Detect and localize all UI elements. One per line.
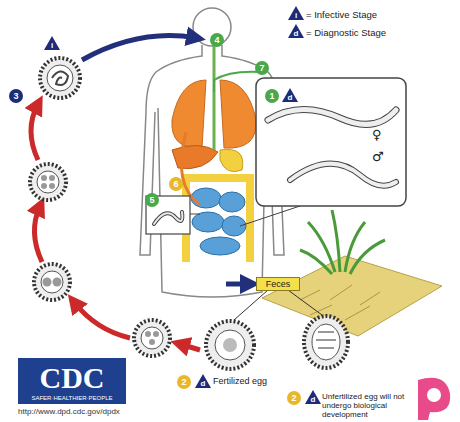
development-arrow: [180, 344, 200, 350]
watermark-logo: [427, 388, 441, 402]
male-worm: [290, 164, 396, 186]
egg-cell: [149, 339, 155, 345]
egg-shell: [41, 271, 63, 293]
callout-number: 6: [169, 177, 183, 191]
liver: [172, 145, 218, 168]
female-symbol: ♀: [372, 128, 388, 143]
small-intestine: [219, 192, 245, 212]
adult-worm-inset: [256, 78, 406, 206]
egg-cell: [49, 175, 55, 181]
unfertilized-egg: [304, 316, 348, 368]
egg-granules: [316, 332, 336, 348]
egg-label: Fertilized egg: [213, 376, 293, 386]
left-lung: [172, 80, 206, 148]
fertilized-egg: [206, 321, 254, 369]
stage-letter: d: [307, 394, 319, 406]
stomach: [220, 149, 243, 171]
stage-letter: d: [290, 28, 302, 40]
node-text: Feces: [257, 278, 299, 290]
larva-coil: [52, 71, 68, 85]
soil-texture: [300, 285, 380, 320]
stage-letter: d: [197, 378, 209, 390]
head-outline: [193, 8, 231, 46]
cdc-logo-text: CDC: [18, 361, 126, 396]
egg-cell: [43, 278, 52, 287]
small-intestine: [200, 237, 240, 255]
larva-migration-path: [181, 132, 200, 205]
small-intestine: [191, 188, 221, 208]
cdc-logo-box: [18, 358, 126, 404]
legend-text: = Infective Stage: [306, 9, 377, 20]
cdc-slogan: SAFER·HEALTHIER·PEOPLE: [18, 395, 126, 402]
esophagus-path: [213, 44, 216, 150]
egg-cell: [153, 331, 159, 337]
excretion-arrow: [226, 282, 250, 287]
egg-cell: [223, 338, 237, 352]
egg-shell: [215, 330, 245, 360]
small-intestine: [192, 212, 224, 232]
callout-number: 4: [210, 33, 224, 47]
callout-number: 3: [9, 89, 23, 103]
legend-text: = Diagnostic Stage: [306, 27, 386, 38]
leader-line: [234, 290, 322, 320]
callout-number: 1: [265, 89, 279, 103]
egg-shell: [141, 327, 163, 349]
stage-letter: d: [284, 92, 296, 104]
female-worm: [268, 109, 396, 124]
larva-ascent-path: [214, 72, 262, 92]
callout-number: 2: [177, 375, 191, 389]
legend-entry: = Infective Stage: [306, 9, 377, 20]
egg: [134, 320, 170, 356]
callout-number: 2: [287, 391, 301, 405]
development-arrow: [31, 104, 38, 160]
male-worm: [290, 164, 396, 186]
egg-cell: [145, 331, 151, 337]
feces-box: Feces: [256, 277, 300, 291]
ingestion-arrow: [82, 36, 196, 60]
female-worm: [268, 109, 396, 124]
egg-label: Unfertilized egg will not undergo biolog…: [322, 392, 414, 420]
egg: [34, 264, 70, 300]
stage-letter: i: [290, 10, 302, 22]
callout-number: 7: [255, 61, 269, 75]
egg-cell: [41, 183, 47, 189]
egg-cell: [53, 278, 62, 287]
leader-line: [240, 206, 300, 226]
egg: [30, 164, 66, 200]
right-lung: [220, 80, 256, 148]
callout-number: 5: [145, 193, 159, 207]
egg-cell: [49, 183, 55, 189]
egg-shell: [47, 65, 73, 91]
leader-line: [190, 214, 200, 215]
large-intestine: [186, 178, 250, 262]
stage-letter: i: [46, 40, 58, 52]
development-arrow: [74, 302, 130, 338]
egg-cell: [41, 175, 47, 181]
grass-tuft: [300, 210, 385, 274]
larva: [154, 212, 182, 224]
larva: [154, 212, 182, 224]
egg-shell: [312, 324, 340, 360]
development-arrow: [34, 206, 42, 262]
male-symbol: ♂: [372, 150, 388, 165]
watermark-logo: [418, 378, 450, 420]
source-url: http://www.dpd.cdc.gov/dpdx: [18, 407, 218, 416]
egg-shell: [37, 171, 59, 193]
legend-entry: = Diagnostic Stage: [306, 27, 386, 38]
small-intestine: [222, 216, 246, 236]
embryonated-egg: [40, 58, 80, 98]
